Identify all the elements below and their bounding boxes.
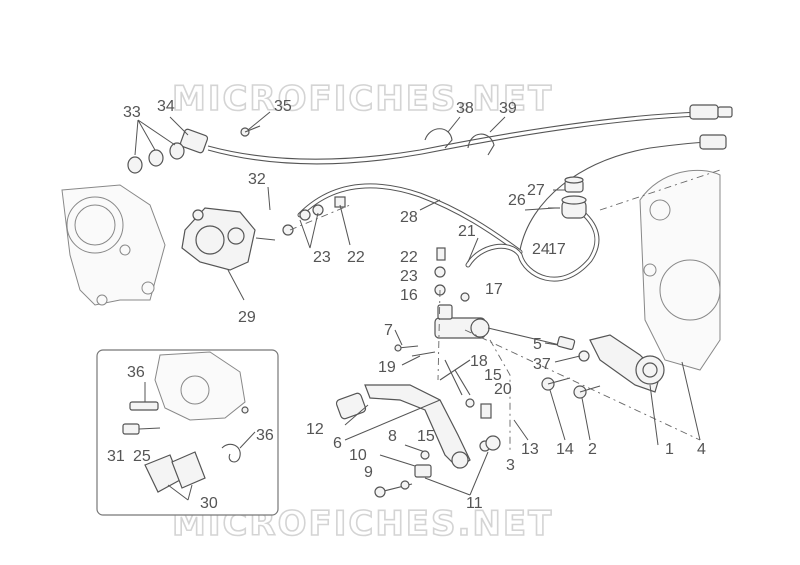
callout-7: 7	[384, 322, 393, 339]
callout-39: 39	[499, 100, 517, 117]
callout-38: 38	[456, 100, 474, 117]
callout-9: 9	[364, 464, 373, 481]
callout-numbers: 33 34 35 38 39 32 28 27 26 21 24 17 22 2…	[107, 98, 706, 512]
callout-8: 8	[388, 428, 397, 445]
callout-35: 35	[274, 98, 292, 115]
wire-harness	[519, 134, 727, 251]
callout-27: 27	[527, 182, 545, 199]
frame-bracket	[61, 184, 166, 306]
master-cylinder	[434, 247, 490, 339]
o-rings	[127, 142, 185, 174]
callout-17-mid: 17	[485, 281, 503, 298]
callout-29: 29	[238, 309, 256, 326]
callout-36-inset-right: 36	[256, 427, 274, 444]
brake-pedal	[335, 359, 471, 469]
push-rod	[487, 327, 590, 362]
callout-12: 12	[306, 421, 324, 438]
engine-casing	[639, 169, 721, 371]
fasteners	[374, 344, 501, 498]
callout-15-top: 15	[484, 367, 502, 384]
callout-36-inset-top: 36	[127, 364, 145, 381]
callout-3: 3	[506, 457, 515, 474]
callout-15-bottom: 15	[417, 428, 435, 445]
lever-assembly	[541, 334, 665, 399]
callout-14: 14	[556, 441, 574, 458]
callout-19: 19	[378, 359, 396, 376]
hose-21	[465, 212, 600, 282]
callout-6: 6	[333, 435, 342, 452]
callout-10: 10	[349, 447, 367, 464]
callout-37: 37	[533, 356, 551, 373]
clips	[424, 128, 495, 156]
watermark-top: MICROFICHES.NET	[172, 79, 553, 119]
callout-1: 1	[665, 441, 674, 458]
callout-22-right: 22	[347, 249, 365, 266]
callout-32: 32	[248, 171, 266, 188]
fluid-reservoir	[548, 176, 587, 219]
callout-23-right: 23	[313, 249, 331, 266]
callout-28: 28	[400, 209, 418, 226]
callout-20: 20	[494, 381, 512, 398]
callout-18: 18	[470, 353, 488, 370]
callout-25: 25	[133, 448, 151, 465]
callout-17-top: 17	[548, 241, 566, 258]
brake-caliper	[181, 207, 276, 271]
callout-11: 11	[466, 495, 483, 512]
callout-33: 33	[123, 104, 141, 121]
callout-30: 30	[200, 495, 218, 512]
callout-34: 34	[157, 98, 175, 115]
callout-2: 2	[588, 441, 597, 458]
callout-23-left: 23	[400, 268, 418, 285]
centre-lines	[289, 169, 721, 450]
inset-panel	[96, 349, 279, 516]
callout-4: 4	[697, 441, 706, 458]
callout-31: 31	[107, 448, 125, 465]
callout-13: 13	[521, 441, 539, 458]
callout-5: 5	[533, 336, 542, 353]
sensor-cable	[179, 104, 733, 165]
callout-24: 24	[532, 241, 550, 258]
callout-22-left: 22	[400, 249, 418, 266]
callout-16: 16	[400, 287, 418, 304]
leader-lines	[134, 111, 701, 501]
callout-26: 26	[508, 192, 526, 209]
callout-21: 21	[458, 223, 476, 240]
